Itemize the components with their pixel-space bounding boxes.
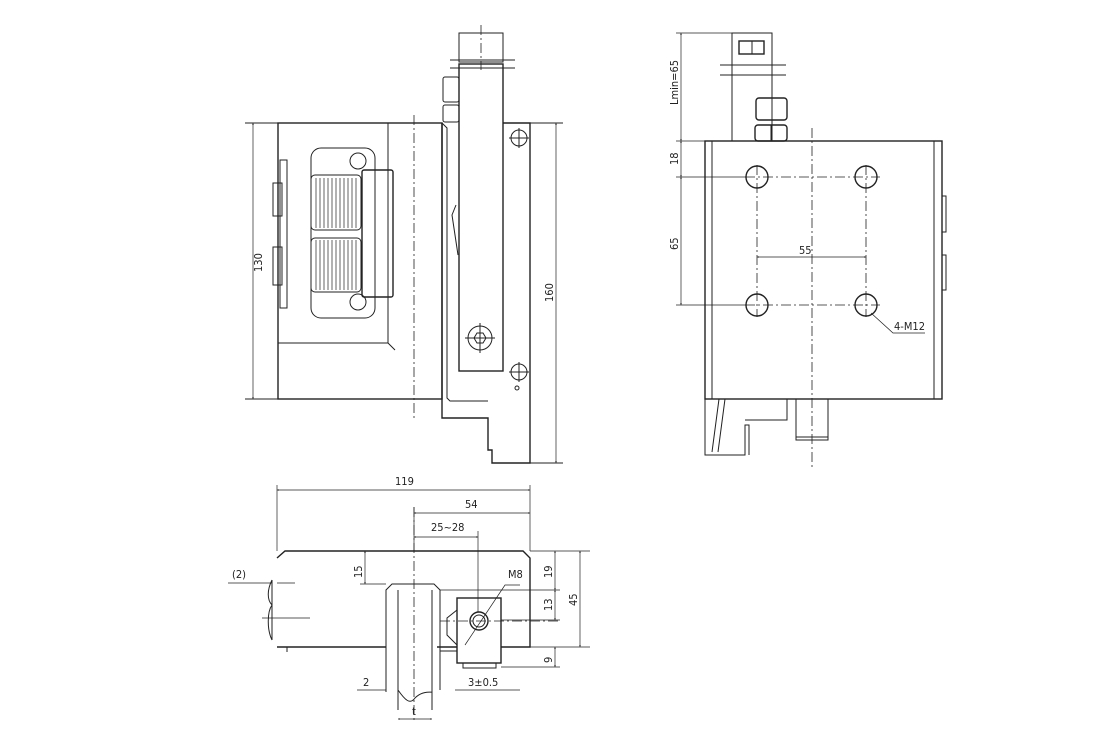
thickness-t: t [412, 705, 416, 718]
dim-lmin: Lmin=65 [668, 60, 681, 105]
thread-m8: M8 [508, 568, 523, 581]
dim-2: 2 [363, 676, 369, 689]
dim-65: 65 [668, 237, 681, 250]
bottom-view: 119 54 25~28 15 M8 19 13 45 9 (2) 2 3±0.… [228, 475, 590, 720]
dim-130: 130 [252, 253, 265, 272]
coil [310, 174, 362, 293]
dim-18: 18 [668, 152, 681, 165]
holes-label: 4-M12 [894, 320, 925, 333]
dim-3-tolerance: 3±0.5 [468, 676, 498, 689]
dim-55: 55 [799, 244, 812, 257]
dim-19: 19 [542, 565, 555, 578]
dim-9: 9 [542, 657, 555, 663]
dim-160: 160 [543, 283, 556, 302]
dim-119: 119 [395, 475, 414, 488]
dim-54: 54 [465, 498, 478, 511]
side-view: 55 4-M12 Lmin=65 18 65 [668, 32, 947, 470]
dim-45: 45 [567, 593, 580, 606]
dim-gap-2: (2) [232, 568, 246, 581]
dim-25-28: 25~28 [431, 521, 464, 534]
front-view: 130 160 [245, 25, 563, 464]
dim-13: 13 [542, 598, 555, 611]
dim-15: 15 [352, 565, 365, 578]
